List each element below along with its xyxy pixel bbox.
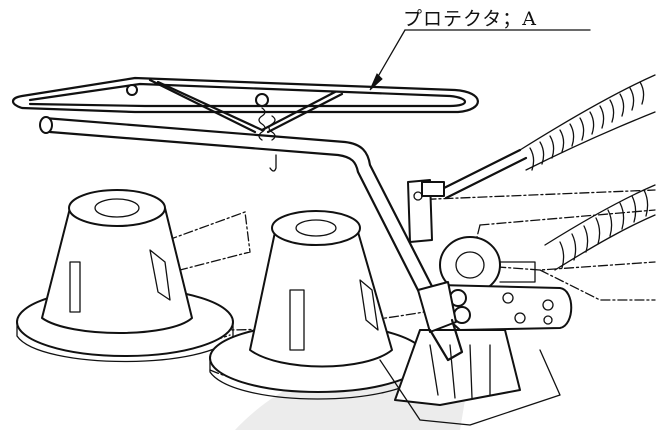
left-cutting-disc (16, 189, 234, 363)
mounting-bracket (407, 179, 573, 331)
callout-leader-line (369, 29, 591, 91)
flexible-hose-upper (438, 74, 656, 200)
flexible-hose-lower (544, 184, 656, 271)
protector-frame-a (11, 76, 479, 362)
protector-callout-label: プロテクタ；A (403, 8, 537, 30)
right-cutting-disc (209, 210, 427, 400)
drive-housing (379, 236, 561, 426)
